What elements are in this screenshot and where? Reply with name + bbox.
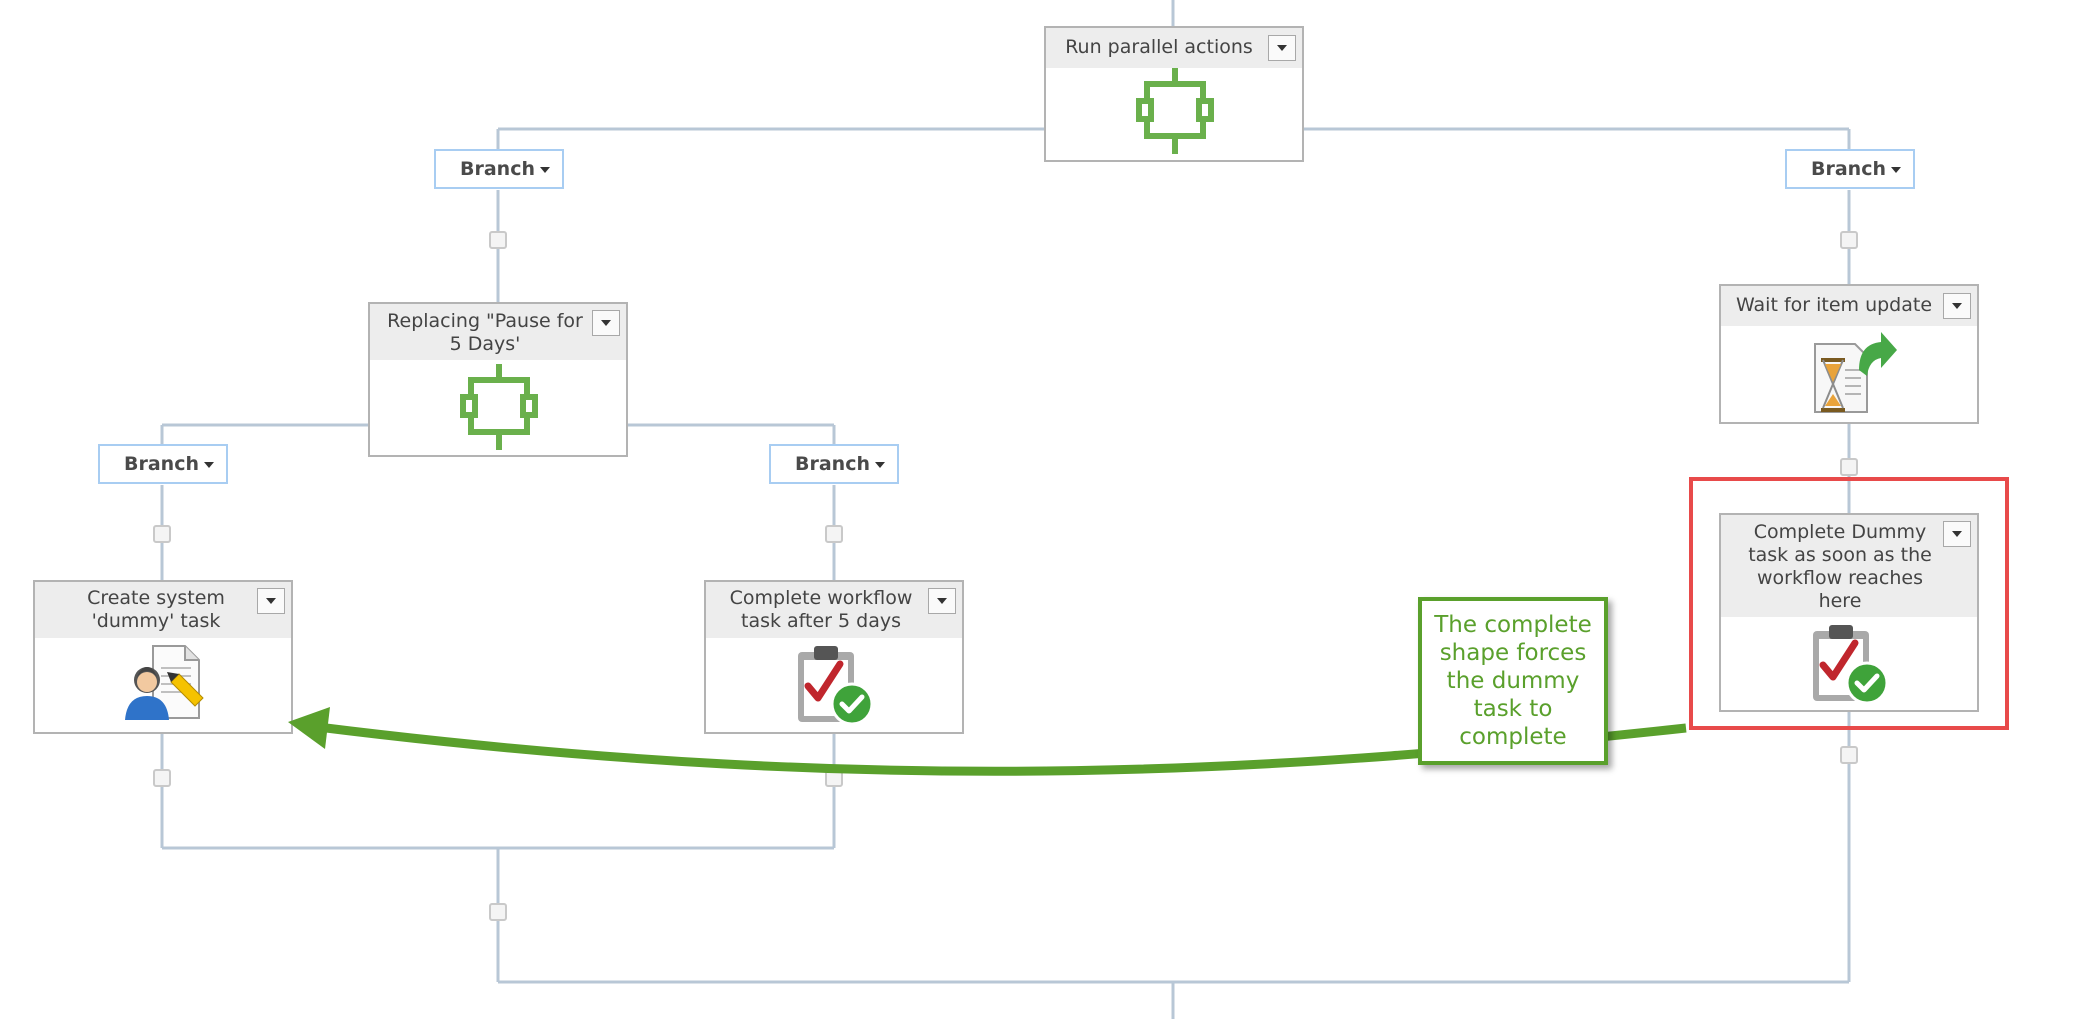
chevron-down-icon — [540, 167, 550, 173]
chevron-down-icon — [1891, 167, 1901, 173]
annotation-text: The complete shape forces the dummy task… — [1434, 612, 1592, 750]
connector-point[interactable] — [825, 525, 843, 543]
clipboard-check-icon — [798, 646, 874, 726]
action-title: Replacing "Pause for 5 Days' — [370, 304, 626, 360]
chevron-down-icon — [875, 462, 885, 468]
clipboard-check-icon — [1813, 625, 1889, 705]
chevron-down-icon — [204, 462, 214, 468]
highlight-box — [1689, 477, 2009, 730]
left-branch-button[interactable]: Branch — [434, 149, 564, 189]
parallel-block-icon — [460, 364, 538, 450]
connector-point[interactable] — [1840, 746, 1858, 764]
action-title: Create system 'dummy' task — [35, 582, 291, 638]
parallel-block-icon — [1136, 68, 1214, 154]
action-menu-dropdown[interactable] — [928, 588, 956, 614]
right-branch-button[interactable]: Branch — [1785, 149, 1915, 189]
replacing-pause-block[interactable]: Replacing "Pause for 5 Days' — [368, 302, 628, 457]
connector-point[interactable] — [1840, 231, 1858, 249]
action-menu-dropdown[interactable] — [592, 310, 620, 336]
user-task-icon — [125, 645, 204, 720]
connector-point[interactable] — [489, 903, 507, 921]
connector-point[interactable] — [153, 769, 171, 787]
action-title: Complete Dummy task as soon as the workf… — [1721, 515, 1977, 617]
action-title: Complete workflow task after 5 days — [706, 582, 962, 638]
connector-point[interactable] — [153, 525, 171, 543]
connector-point[interactable] — [1840, 458, 1858, 476]
annotation-callout: The complete shape forces the dummy task… — [1418, 597, 1608, 765]
branch-label: Branch — [1811, 158, 1886, 180]
complete-dummy-task-block[interactable]: Complete Dummy task as soon as the workf… — [1719, 513, 1979, 712]
action-menu-dropdown[interactable] — [1943, 293, 1971, 319]
action-menu-dropdown[interactable] — [1943, 521, 1971, 547]
create-dummy-task-block[interactable]: Create system 'dummy' task — [33, 580, 293, 734]
action-menu-dropdown[interactable] — [1268, 35, 1296, 61]
action-title: Wait for item update — [1721, 286, 1977, 326]
connector-point[interactable] — [489, 231, 507, 249]
wait-for-item-update-block[interactable]: Wait for item update — [1719, 284, 1979, 424]
inner-right-branch-button[interactable]: Branch — [769, 444, 899, 484]
branch-label: Branch — [795, 453, 870, 475]
inner-left-branch-button[interactable]: Branch — [98, 444, 228, 484]
branch-label: Branch — [460, 158, 535, 180]
branch-label: Branch — [124, 453, 199, 475]
action-menu-dropdown[interactable] — [257, 588, 285, 614]
hourglass-update-icon — [1814, 332, 1897, 413]
complete-workflow-task-block[interactable]: Complete workflow task after 5 days — [704, 580, 964, 734]
run-parallel-actions-block[interactable]: Run parallel actions — [1044, 26, 1304, 162]
action-title: Run parallel actions — [1046, 28, 1302, 68]
